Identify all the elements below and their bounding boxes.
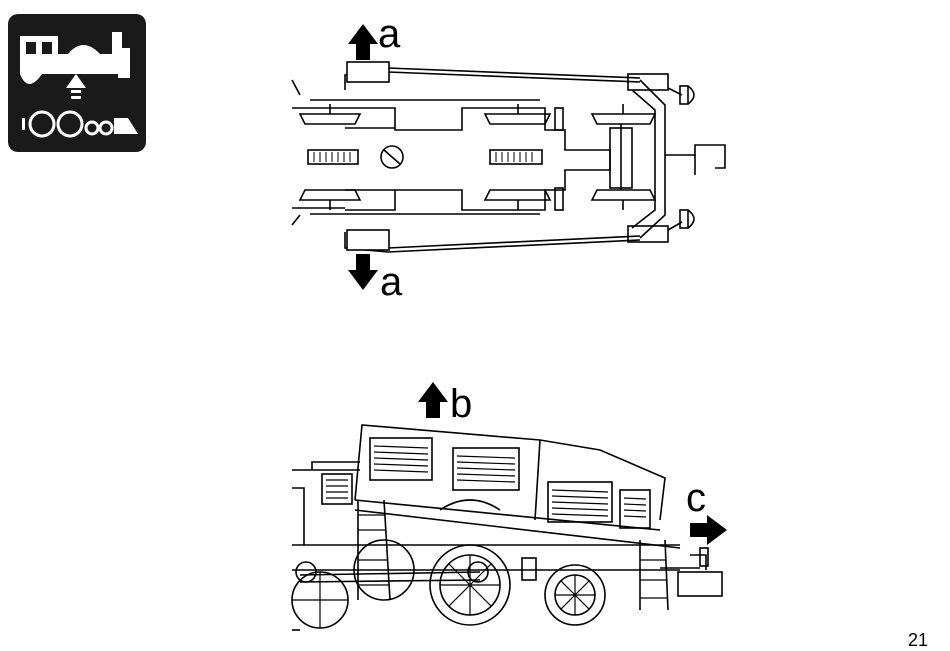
arrow-up-icon — [348, 24, 378, 60]
label-b: b — [450, 384, 472, 424]
arrow-up-icon — [418, 382, 448, 418]
label-a-bottom: a — [380, 262, 402, 302]
label-a-top: a — [378, 14, 400, 54]
label-c: c — [686, 478, 706, 518]
page-number: 21 — [908, 631, 928, 649]
arrow-down-icon — [348, 254, 378, 290]
